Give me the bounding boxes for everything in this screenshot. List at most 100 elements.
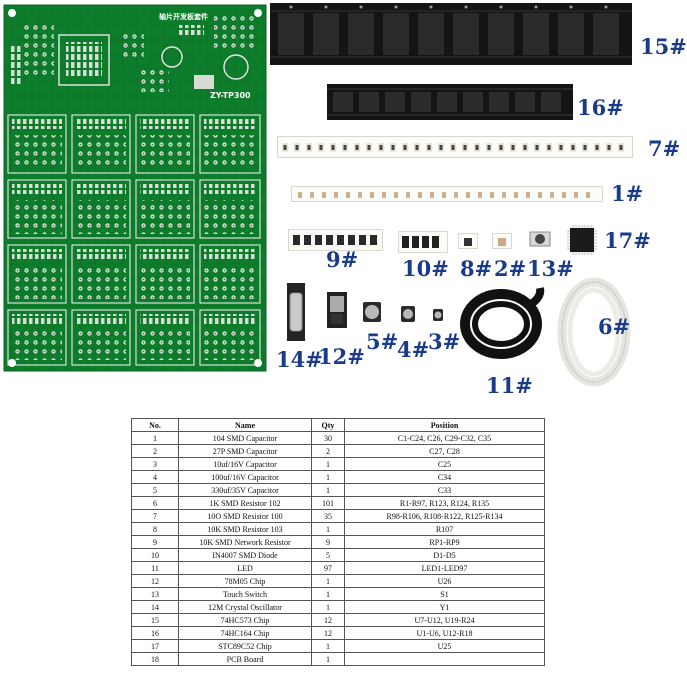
capacitor-100uf-graphic xyxy=(401,306,415,322)
led-reel-graphic xyxy=(460,287,545,359)
pcb-board: 轴片开发板套件 ZY-TP300 xyxy=(3,4,267,372)
cell-qty: 30 xyxy=(311,431,345,445)
resistor-reel-1k xyxy=(556,276,632,388)
label-13: 13# xyxy=(527,256,574,281)
label-11: 11# xyxy=(486,373,533,398)
cell-position: R107 xyxy=(344,522,545,536)
cell-position: U26 xyxy=(344,574,545,588)
regulator-78m05-graphic xyxy=(327,292,347,328)
cell-position: U1-U6, U12-R18 xyxy=(344,626,545,640)
cell-name: IN4007 SMD Diode xyxy=(178,548,312,562)
table-header-row: No. Name Qty Position xyxy=(131,418,545,432)
cell-name: 10uf/16V Capacitor xyxy=(178,457,312,471)
cell-name: 74HC573 Chip xyxy=(178,613,312,627)
capacitor-27p xyxy=(492,233,512,249)
cell-no: 17 xyxy=(131,639,179,653)
label-2: 2# xyxy=(494,256,527,281)
label-6: 6# xyxy=(598,314,631,339)
capacitor-330uf xyxy=(362,301,382,323)
cell-qty: 9 xyxy=(311,535,345,549)
label-14: 14# xyxy=(276,347,323,372)
cell-position: C1-C24, C26, C29-C32, C35 xyxy=(344,431,545,445)
label-1: 1# xyxy=(611,181,644,206)
cell-position xyxy=(344,652,545,666)
cell-no: 8 xyxy=(131,522,179,536)
cell-name: 10K SMD Resistor 103 xyxy=(178,522,312,536)
col-header-qty: Qty xyxy=(311,418,345,432)
cell-position: R1-R97, R123, R124, R135 xyxy=(344,496,545,510)
cell-position: LED1-LED97 xyxy=(344,561,545,575)
cell-position: S1 xyxy=(344,587,545,601)
cell-qty: 5 xyxy=(311,548,345,562)
cell-no: 5 xyxy=(131,483,179,497)
touch-switch-graphic xyxy=(529,231,551,247)
cell-position: U7-U12, U19-R24 xyxy=(344,613,545,627)
cell-name: 12M Crystal Oscillator xyxy=(178,600,312,614)
capacitor-27p-graphic xyxy=(498,238,506,246)
chip-strip-74hc164 xyxy=(327,84,573,120)
cell-position: RP1-RP9 xyxy=(344,535,545,549)
crystal-oscillator xyxy=(285,283,307,341)
resistor-tape-100 xyxy=(277,136,633,158)
capacitor-100uf xyxy=(400,305,416,323)
regulator-78m05 xyxy=(325,292,349,328)
cell-no: 16 xyxy=(131,626,179,640)
cell-position: C34 xyxy=(344,470,545,484)
cell-position: Y1 xyxy=(344,600,545,614)
cell-name: 27P SMD Capacitor xyxy=(178,444,312,458)
network-resistor-tape-graphic xyxy=(293,235,377,245)
label-12: 12# xyxy=(318,344,365,369)
cell-name: PCB Board xyxy=(178,652,312,666)
cell-no: 10 xyxy=(131,548,179,562)
cell-no: 14 xyxy=(131,600,179,614)
cell-name: 78M05 Chip xyxy=(178,574,312,588)
cell-qty: 101 xyxy=(311,496,345,510)
cell-qty: 1 xyxy=(311,652,345,666)
cell-position: C25 xyxy=(344,457,545,471)
capacitor-tape-104-graphic xyxy=(298,192,590,198)
resistor-reel-1k-graphic xyxy=(557,277,631,387)
capacitor-10uf xyxy=(432,307,444,321)
cell-qty: 1 xyxy=(311,470,345,484)
cell-qty: 1 xyxy=(311,483,345,497)
cell-name: 1K SMD Resistor 102 xyxy=(178,496,312,510)
cell-qty: 1 xyxy=(311,522,345,536)
crystal-oscillator-graphic xyxy=(287,283,305,341)
cell-qty: 1 xyxy=(311,600,345,614)
col-header-position: Position xyxy=(344,418,545,432)
diode-tape-graphic xyxy=(402,236,439,248)
mcu-chip-stc89c52 xyxy=(566,224,598,256)
resistor-103 xyxy=(458,233,478,249)
label-17: 17# xyxy=(604,228,651,253)
cell-qty: 12 xyxy=(311,613,345,627)
board-header-text: 轴片开发板套件 xyxy=(159,13,208,21)
cell-name: LED xyxy=(178,561,312,575)
capacitor-10uf-graphic xyxy=(433,309,443,321)
chip-strip-74hc164-graphic xyxy=(327,84,573,120)
cell-qty: 1 xyxy=(311,457,345,471)
label-4: 4# xyxy=(397,337,430,362)
col-header-no: No. xyxy=(131,418,179,432)
cell-qty: 12 xyxy=(311,626,345,640)
cell-name: Touch Switch xyxy=(178,587,312,601)
chip-strip-74hc573 xyxy=(270,3,632,65)
board-model-text: ZY-TP300 xyxy=(210,91,251,100)
network-resistor-tape xyxy=(288,229,383,251)
resistor-tape-100-graphic xyxy=(282,143,624,152)
